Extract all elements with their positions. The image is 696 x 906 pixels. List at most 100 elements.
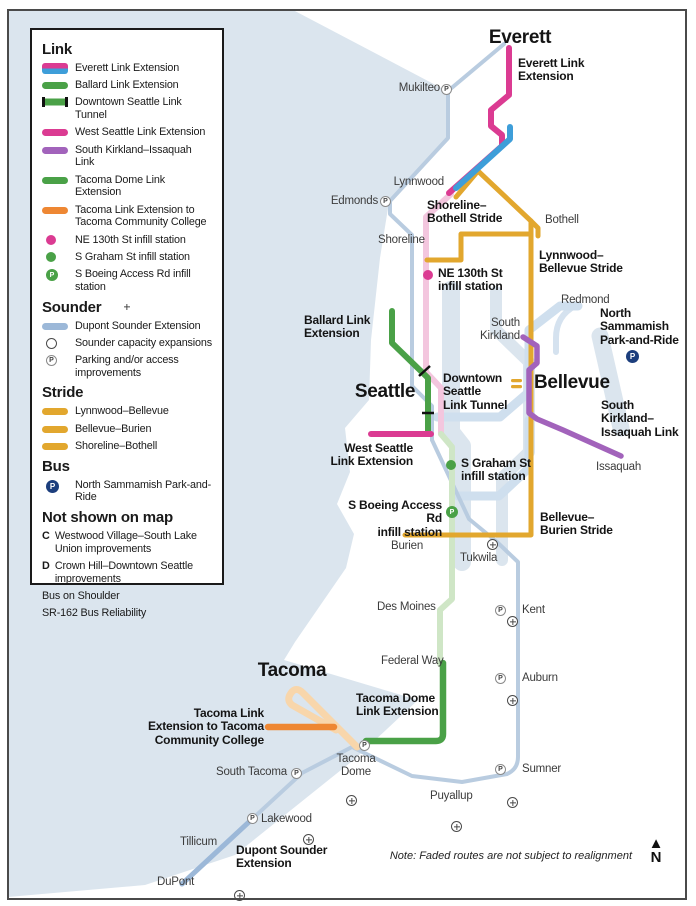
- route-label-dupont-ext: Dupont Sounder Extension: [236, 843, 328, 871]
- city-label-bellevue: Bellevue: [534, 372, 610, 393]
- legend-item: Bellevue–Burien: [42, 423, 213, 436]
- sumner-parking-icon: P: [495, 764, 506, 775]
- route-label-downtown-tunnel: Downtown Seattle Link Tunnel: [443, 371, 508, 412]
- west-seattle-swatch: [42, 129, 68, 137]
- city-label-tacoma: Tacoma: [257, 660, 327, 681]
- s-boeing-dot-icon: P: [46, 269, 58, 282]
- legend-item: Dupont Sounder Extension: [42, 320, 213, 333]
- place-label-bothell: Bothell: [545, 214, 579, 226]
- legend-item: S Graham St infill station: [42, 251, 213, 264]
- legend-section-link: Link: [42, 41, 73, 58]
- kent-capacity-icon: [507, 616, 518, 627]
- legend-section-stride: Stride: [42, 384, 84, 402]
- legend-item: Lynnwood–Bellevue: [42, 405, 213, 418]
- north-arrow: ▲ N: [645, 835, 667, 865]
- kent-parking-icon: P: [495, 605, 506, 616]
- legend-item: Bus on Shoulder: [42, 590, 120, 603]
- legend-item: Shoreline–Bothell: [42, 440, 213, 453]
- lakewood-parking-icon: P: [247, 813, 258, 824]
- ballard-link-line: [389, 308, 431, 437]
- route-label-everett-link: Everett Link Extension: [518, 56, 585, 84]
- ne-130th-station-dot: [423, 270, 433, 280]
- place-label-issaquah: Issaquah: [596, 461, 642, 473]
- faded-tacoma-tline: [285, 686, 361, 751]
- south-kirkland-issaquah-line: [520, 334, 624, 459]
- route-label-shoreline-bothell: Shoreline– Bothell Stride: [427, 198, 503, 226]
- tacoma-dome-swatch: [42, 176, 68, 184]
- puyallup-capacity-icon: [451, 821, 462, 832]
- place-label-tukwila: Tukwila: [460, 552, 498, 564]
- route-label-west-seattle: West Seattle Link Extension: [330, 441, 413, 469]
- lake-sammamish: [591, 327, 630, 437]
- route-label-lynnwood-bellevue: Lynnwood– Bellevue Stride: [539, 248, 623, 276]
- place-label-edmonds: Edmonds: [330, 195, 378, 207]
- place-label-des-moines: Des Moines: [377, 601, 436, 613]
- south-tacoma-parking-icon: P: [291, 768, 302, 779]
- s-boeing-station-dot: P: [446, 506, 458, 518]
- legend-section-sounder: Sounder: [42, 298, 102, 316]
- everett-link-swatch: [42, 63, 68, 74]
- downtown-tunnel-swatch: [42, 97, 68, 108]
- city-label-everett: Everett: [488, 27, 552, 48]
- tacoma-dome-link-line: [362, 659, 447, 745]
- legend-item: Sounder capacity expansions: [42, 337, 213, 350]
- route-label-north-sammamish: North Sammamish Park-and-Ride: [600, 306, 679, 347]
- bellevue-burien-swatch: [42, 425, 68, 433]
- mukilteo-parking-icon: P: [441, 84, 452, 95]
- route-label-tacoma-link-ext: Tacoma Link Extension to Tacoma Communit…: [147, 706, 264, 747]
- route-label-ne-130th: NE 130th St infill station: [438, 266, 503, 294]
- place-label-shoreline: Shoreline: [378, 234, 425, 246]
- auburn-parking-icon: P: [495, 673, 506, 684]
- place-label-tillicum: Tillicum: [180, 836, 217, 848]
- shoreline-bothell-swatch: [42, 442, 68, 450]
- legend-item: Everett Link Extension: [42, 62, 213, 75]
- place-label-lakewood: Lakewood: [261, 813, 312, 825]
- route-label-ballard: Ballard Link Extension: [304, 313, 371, 341]
- north-arrow-icon: ▲: [648, 835, 664, 852]
- redmond-channel: [553, 303, 578, 355]
- tacoma-dome-capacity-icon: [346, 795, 357, 806]
- place-label-tacoma-dome: Tacoma Dome: [336, 753, 376, 778]
- ne-130th-dot-icon: [46, 234, 56, 245]
- everett-link-blue-line: [453, 124, 513, 191]
- route-label-kirkland-issaquah: South Kirkland– Issaquah Link: [601, 398, 679, 439]
- legend-box: Link Everett Link Extension Ballard Link…: [30, 28, 224, 619]
- edmonds-parking-icon: P: [380, 196, 391, 207]
- legend-item: Tacoma Link Extension to Tacoma Communit…: [42, 204, 213, 229]
- city-label-seattle: Seattle: [354, 381, 416, 402]
- ballard-link-swatch: [42, 82, 68, 90]
- shoreline-bothell-stride-line: [424, 231, 534, 263]
- place-label-federal-way: Federal Way: [381, 655, 444, 667]
- legend-section-not-shown: Not shown on map: [42, 509, 173, 527]
- bothell-hook-stride-line: [528, 218, 541, 239]
- s-graham-station-dot: [446, 460, 456, 470]
- place-label-sumner: Sumner: [522, 763, 562, 775]
- parking-access-icon: P: [46, 354, 57, 366]
- route-label-tacoma-dome-ext: Tacoma Dome Link Extension: [356, 691, 439, 719]
- faded-eastlink-band-west: [432, 387, 534, 422]
- map-note: Note: Faded routes are not subject to re…: [389, 850, 632, 862]
- place-label-lynnwood: Lynnwood: [393, 176, 445, 188]
- dupont-sounder-swatch: [42, 322, 68, 330]
- lakewood-capacity-icon: [234, 890, 245, 901]
- tukwila-capacity-icon: [487, 539, 498, 550]
- place-label-auburn: Auburn: [522, 672, 558, 684]
- legend-section-bus: Bus: [42, 457, 70, 475]
- route-label-s-boeing: S Boeing Access Rd infill station: [348, 498, 442, 539]
- place-label-puyallup: Puyallup: [430, 790, 473, 802]
- place-label-burien: Burien: [391, 540, 424, 552]
- tacoma-dome-parking-icon: P: [359, 740, 370, 751]
- legend-item: NE 130th St infill station: [42, 234, 213, 247]
- s-graham-dot-icon: [46, 251, 56, 262]
- legend-item: SR-162 Bus Reliability: [42, 607, 147, 620]
- place-label-mukilteo: Mukilteo: [398, 82, 440, 94]
- sounder-capacity-icon: [46, 337, 57, 349]
- auburn-capacity-icon: [507, 695, 518, 706]
- sumner-capacity-icon: [507, 797, 518, 808]
- place-label-south-kirkland: South Kirkland: [480, 317, 520, 342]
- legend-item: South Kirkland–Issaquah Link: [42, 144, 213, 169]
- legend-item: Tacoma Dome Link Extension: [42, 174, 213, 199]
